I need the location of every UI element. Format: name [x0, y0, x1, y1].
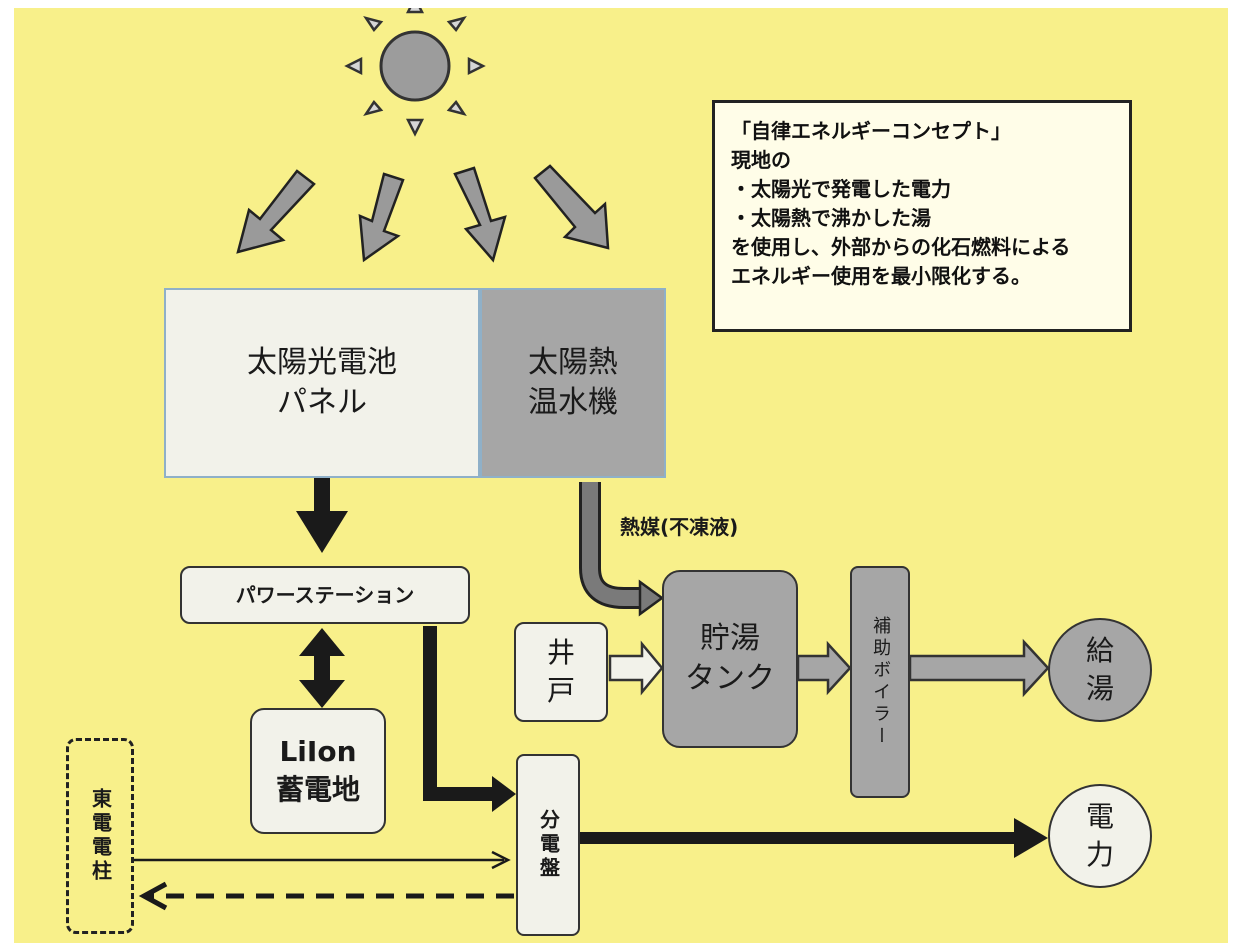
- concept-note-title: 「自律エネルギーコンセプト」: [731, 119, 1011, 143]
- solar-heater-label: 太陽熱 温水機: [528, 344, 618, 421]
- well-to-tank-arrow: [608, 640, 664, 696]
- concept-note-line: を使用し、外部からの化石燃料による: [731, 235, 1071, 259]
- heat-medium-label: 熱媒(不凍液): [620, 514, 739, 539]
- well-box: 井 戸: [514, 622, 608, 722]
- concept-note-line: ・太陽光で発電した電力: [731, 177, 951, 201]
- hot-water-circle: 給 湯: [1048, 618, 1152, 722]
- concept-note-line: エネルギー使用を最小限化する。: [731, 264, 1031, 288]
- battery-label: LiIon 蓄電地: [275, 735, 360, 806]
- concept-note-line: ・太陽熱で沸かした湯: [731, 206, 931, 230]
- sun-icon: [344, 8, 486, 137]
- power-circle: 電 力: [1048, 784, 1152, 888]
- hot-water-label: 給 湯: [1085, 634, 1114, 705]
- boiler-to-hotwater-arrow: [908, 638, 1050, 698]
- distboard-to-pole-dashed-arrow: [138, 881, 514, 911]
- utility-pole-label: 東電電柱: [88, 788, 113, 884]
- sunlight-arrow: [358, 172, 405, 263]
- pole-to-distboard-arrow: [134, 850, 511, 870]
- heat-medium-arrow: [579, 482, 665, 617]
- distboard-to-power-arrow: [580, 818, 1048, 858]
- sunlight-arrow: [236, 169, 316, 254]
- powerstation-to-distboard-arrow: [423, 626, 516, 812]
- distribution-board-box: 分電盤: [516, 754, 580, 936]
- utility-pole-box: 東電電柱: [66, 738, 134, 934]
- storage-tank-label: 貯湯 タンク: [685, 620, 775, 697]
- solar-panel-box: 太陽光電池 パネル: [164, 288, 480, 478]
- diagram-canvas: 「自律エネルギーコンセプト」 現地の ・太陽光で発電した電力 ・太陽熱で沸かした…: [14, 8, 1228, 943]
- distribution-board-label: 分電盤: [536, 809, 561, 881]
- diagram-graphics: [134, 8, 1050, 911]
- power-station-label: パワーステーション: [235, 582, 415, 607]
- powerstation-battery-arrow: [299, 628, 345, 708]
- sunlight-arrow: [453, 166, 507, 263]
- solar-heater-box: 太陽熱 温水機: [480, 288, 666, 478]
- well-label: 井 戸: [546, 636, 575, 707]
- solar-panel-label: 太陽光電池 パネル: [247, 344, 397, 421]
- sunlight-arrow: [533, 164, 610, 250]
- aux-boiler-box: 補助ボイラー: [850, 566, 910, 798]
- sunlight-arrows: [236, 164, 610, 263]
- power-station-box: パワーステーション: [180, 566, 470, 624]
- concept-note: 「自律エネルギーコンセプト」 現地の ・太陽光で発電した電力 ・太陽熱で沸かした…: [712, 100, 1132, 332]
- aux-boiler-label: 補助ボイラー: [870, 616, 892, 748]
- battery-box: LiIon 蓄電地: [250, 708, 386, 834]
- tank-to-boiler-arrow: [796, 640, 852, 696]
- concept-note-line: 現地の: [731, 148, 791, 172]
- panel-to-powerstation-arrow: [296, 476, 348, 553]
- power-label: 電 力: [1085, 800, 1114, 871]
- storage-tank-box: 貯湯 タンク: [662, 570, 798, 748]
